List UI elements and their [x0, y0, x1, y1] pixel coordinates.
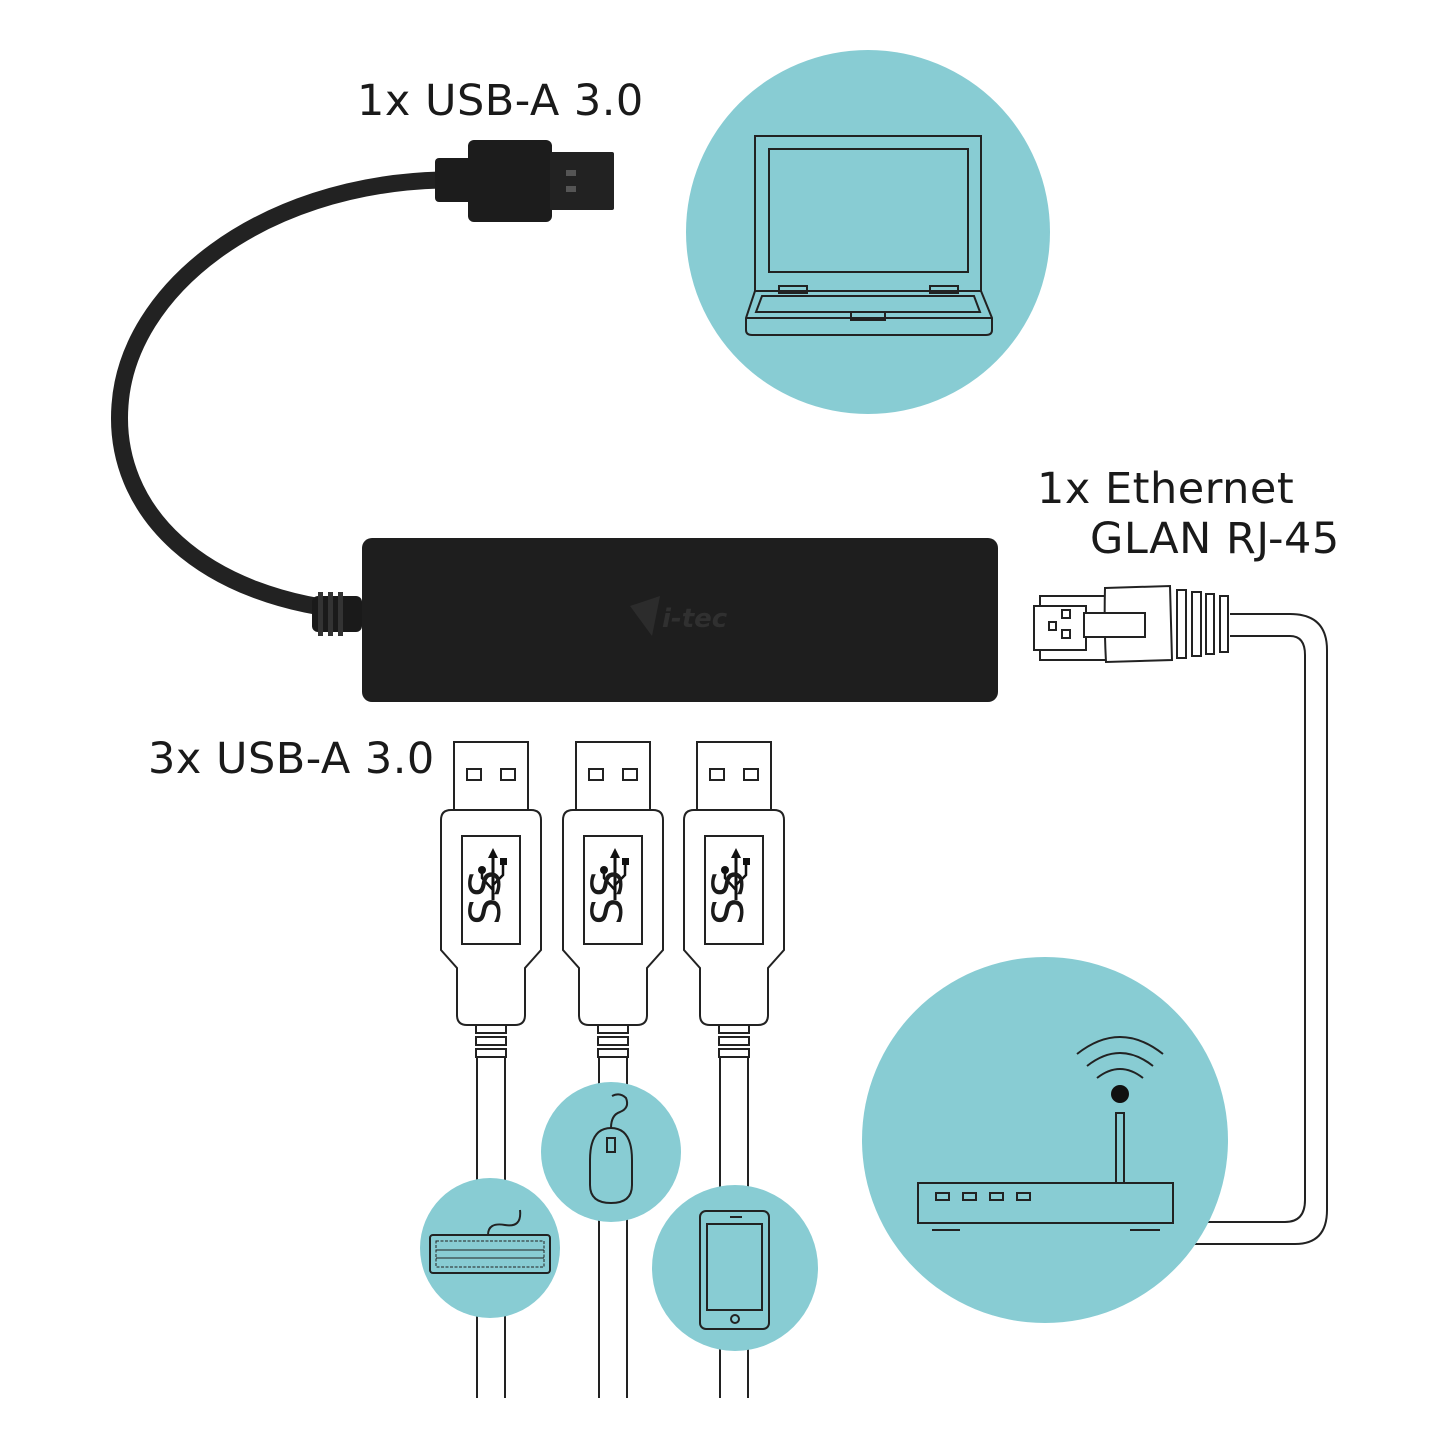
router-icon [862, 957, 1228, 1323]
brand-logo: i-tec [662, 604, 728, 634]
keyboard-icon [420, 1178, 560, 1318]
hub-usb-cable [111, 171, 441, 621]
ethernet-cable [1190, 613, 1328, 1245]
label-host-connector: 1x USB-A 3.0 [357, 76, 644, 126]
usb-hub-body: i-tec [362, 538, 998, 702]
label-ethernet-line1: 1x Ethernet [1037, 464, 1294, 514]
label-ethernet-line2: GLAN RJ-45 [1090, 514, 1340, 564]
smartphone-icon [652, 1185, 818, 1351]
ss-badge-1: SS [461, 869, 511, 925]
cable-strain-relief [312, 592, 362, 636]
host-usb-a-plug [435, 140, 614, 222]
label-usb-ports: 3x USB-A 3.0 [148, 734, 435, 784]
ss-badge-2: SS [583, 869, 633, 925]
ss-badge-3: SS [704, 869, 754, 925]
mouse-icon [541, 1082, 681, 1222]
usb-a-plug-2 [561, 740, 665, 1400]
rj45-plug [1033, 584, 1229, 664]
laptop-icon [686, 50, 1050, 414]
